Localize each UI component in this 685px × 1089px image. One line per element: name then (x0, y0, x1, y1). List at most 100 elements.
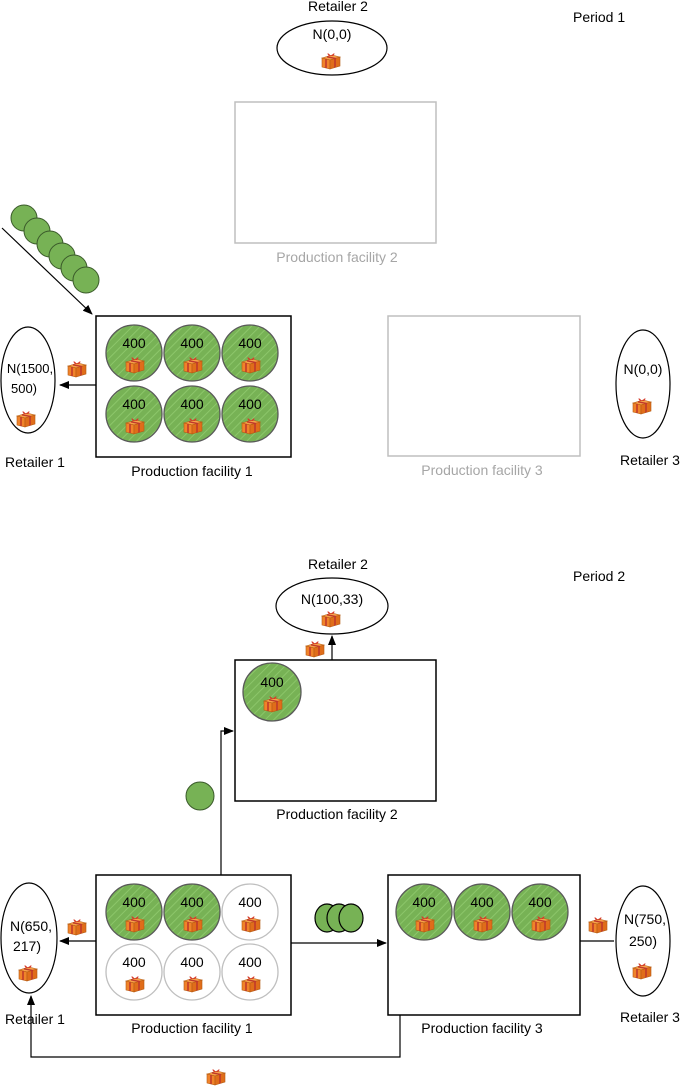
period-1: Period 1 Retailer 2 N(0,0) Production fa… (0, 0, 680, 479)
gift-box-icon (588, 916, 608, 934)
module-circle (242, 662, 302, 722)
module-capacity: 400 (180, 894, 204, 910)
module-capacity: 400 (122, 396, 146, 412)
facility-1-label: Production facility 1 (131, 1020, 253, 1036)
module-capacity: 400 (412, 894, 436, 910)
retailer-3-label: Retailer 3 (620, 452, 680, 468)
production-facility-1-p2: Production facility 1 400 400 400 400 400 400 (95, 874, 292, 1036)
module-icon (338, 903, 364, 933)
retailer-1-ellipse (0, 882, 58, 994)
retailer-1-demand-line1: N(650, (10, 918, 52, 934)
module-capacity: 400 (238, 954, 262, 970)
production-module: 400 (395, 883, 453, 941)
facility-2-label: Production facility 2 (276, 249, 398, 265)
module-circle (105, 385, 163, 443)
facility-3-modules: 400 400 400 (395, 883, 569, 941)
empty-module-slot: 400 (105, 943, 163, 1001)
gift-box-icon (67, 360, 87, 378)
retailer-3-label: Retailer 3 (620, 1009, 680, 1025)
facility-1-modules: 400 400 400 400 400 400 (105, 324, 279, 443)
module-circle (163, 883, 221, 941)
retailer-2-label: Retailer 2 (308, 0, 368, 14)
module-circle (163, 385, 221, 443)
retailer-3-demand-line1: N(750, (624, 911, 666, 927)
module-circle (105, 883, 163, 941)
production-module: 400 (163, 324, 221, 382)
module-capacity: 400 (180, 954, 204, 970)
production-facility-1: Production facility 1 400 400 400 400 400 400 (95, 315, 292, 479)
production-module: 400 (221, 324, 279, 382)
period-2: Period 2 Retailer 2 N(100,33) Production… (0, 556, 680, 1086)
module-icon (72, 266, 100, 294)
module-capacity: 400 (260, 674, 284, 690)
production-module: 400 (163, 385, 221, 443)
shipment-arrow-f3-r1 (27, 995, 401, 1058)
module-capacity: 400 (470, 894, 494, 910)
empty-module-slot: 400 (221, 943, 279, 1001)
relocation-arrow-f1-f2 (220, 727, 234, 875)
retailer-1-ellipse (0, 326, 56, 434)
retailer-2-label: Retailer 2 (308, 556, 368, 572)
module-capacity: 400 (238, 894, 262, 910)
period-2-title: Period 2 (573, 568, 625, 584)
production-module: 400 (242, 662, 302, 722)
retailer-2-ellipse (276, 20, 388, 76)
facility-1-label: Production facility 1 (131, 463, 253, 479)
production-module: 400 (105, 385, 163, 443)
gift-box-icon (206, 1068, 226, 1086)
module-circle (163, 943, 221, 1001)
module-capacity: 400 (528, 894, 552, 910)
module-capacity: 400 (180, 335, 204, 351)
production-facility-3: Production facility 3 (387, 315, 581, 478)
module-circle (163, 324, 221, 382)
production-module: 400 (105, 883, 163, 941)
facility-2-label: Production facility 2 (276, 806, 398, 822)
facility-2-modules: 400 (242, 662, 302, 722)
retailer-1-node-p2: N(650, 217) Retailer 1 (0, 882, 65, 1027)
empty-module-slot: 400 (163, 943, 221, 1001)
module-capacity: 400 (122, 894, 146, 910)
production-module: 400 (163, 883, 221, 941)
period-1-title: Period 1 (573, 9, 625, 25)
production-module: 400 (453, 883, 511, 941)
module-circle (511, 883, 569, 941)
module-circle (221, 883, 279, 941)
module-circle (221, 943, 279, 1001)
incoming-modules (1, 204, 100, 315)
retailer-3-node: N(0,0) Retailer 3 (615, 329, 680, 468)
module-capacity: 400 (238, 396, 262, 412)
retailer-2-demand: N(0,0) (313, 26, 352, 42)
retailer-1-demand-line1: N(1500, (7, 361, 53, 376)
retailer-1-node: N(1500, 500) Retailer 1 (0, 326, 65, 470)
retailer-3-node-p2: N(750, 250) Retailer 3 (615, 885, 680, 1025)
production-facility-2: Production facility 2 (234, 101, 437, 265)
module-capacity: 400 (238, 335, 262, 351)
module-icon (185, 781, 215, 811)
production-facility-2-p2: Production facility 2 400 (234, 659, 437, 822)
facility-3-label: Production facility 3 (421, 1020, 543, 1036)
facility-2-box (234, 101, 437, 244)
module-circle (105, 324, 163, 382)
retailer-1-label: Retailer 1 (5, 1011, 65, 1027)
production-module: 400 (105, 324, 163, 382)
production-module: 400 (221, 385, 279, 443)
facility-3-box (387, 315, 581, 457)
facility-3-label: Production facility 3 (421, 462, 543, 478)
module-circle (221, 385, 279, 443)
module-circle (221, 324, 279, 382)
module-circle (105, 943, 163, 1001)
gift-box-icon (67, 918, 87, 936)
retailer-1-label: Retailer 1 (5, 454, 65, 470)
retailer-2-node-p2: Retailer 2 N(100,33) (275, 556, 389, 635)
retailer-2-ellipse (275, 577, 389, 635)
incoming-arrow (1, 227, 93, 315)
module-capacity: 400 (122, 954, 146, 970)
module-circle (453, 883, 511, 941)
module-capacity: 400 (122, 335, 146, 351)
retailer-3-ellipse (615, 329, 671, 439)
retailer-1-demand-line2: 217) (13, 938, 41, 954)
retailer-2-node: Retailer 2 N(0,0) (276, 0, 388, 76)
module-capacity: 400 (180, 396, 204, 412)
retailer-3-demand: N(0,0) (624, 361, 663, 377)
